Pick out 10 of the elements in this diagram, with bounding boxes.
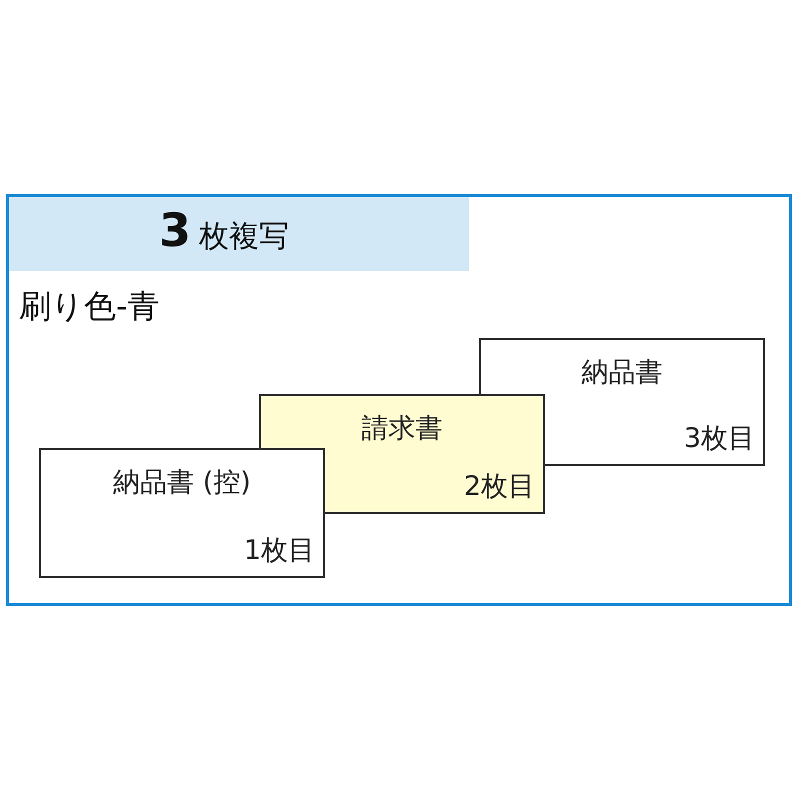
sheet-title: 請求書 bbox=[360, 412, 444, 446]
sheet-title: 納品書 bbox=[580, 356, 664, 390]
print-color-note: 刷り色-青 bbox=[19, 286, 160, 327]
sheet-number: 2枚目 bbox=[464, 470, 535, 504]
sheet-number: 3枚目 bbox=[684, 422, 755, 456]
header-band bbox=[9, 197, 469, 271]
sheet-number: 1枚目 bbox=[244, 534, 315, 568]
frame-border bbox=[6, 194, 792, 606]
sheet-title: 納品書 (控) bbox=[112, 466, 252, 500]
form-sheet bbox=[39, 448, 325, 578]
